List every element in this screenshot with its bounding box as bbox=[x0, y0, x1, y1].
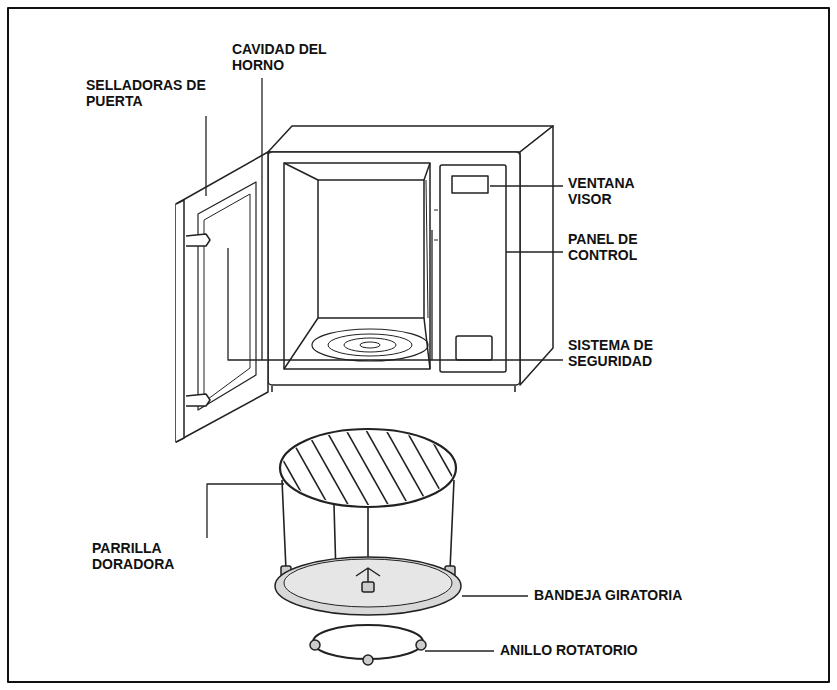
browning-rack bbox=[226, 429, 510, 578]
rack-wire bbox=[226, 430, 270, 508]
turntable-tray bbox=[275, 557, 461, 615]
rack-wire bbox=[346, 430, 390, 508]
roller-ring bbox=[310, 625, 426, 665]
oven-cavity bbox=[284, 163, 430, 369]
rack-wire bbox=[466, 430, 510, 508]
part-label: CAVIDAD DEL HORNO bbox=[232, 42, 357, 73]
part-label: SELLADORAS DE PUERTA bbox=[86, 78, 226, 109]
part-label: PARRILLA DORADORA bbox=[92, 541, 192, 572]
oven-door bbox=[176, 152, 268, 442]
part-label: BANDEJA GIRATORIA bbox=[534, 588, 682, 604]
part-label: ANILLO ROTATORIO bbox=[500, 643, 638, 659]
rack-wire bbox=[326, 430, 370, 508]
rack-wire bbox=[306, 430, 350, 508]
part-label: SISTEMA DE SEGURIDAD bbox=[568, 338, 690, 369]
control-panel bbox=[434, 165, 506, 372]
part-label: VENTANA VISOR bbox=[568, 176, 658, 207]
rack-wire bbox=[366, 430, 410, 508]
leader-lines bbox=[206, 78, 563, 651]
part-label: PANEL DE CONTROL bbox=[568, 232, 673, 263]
rack-wire bbox=[386, 430, 430, 508]
oven-body bbox=[268, 126, 553, 392]
frame-border bbox=[8, 8, 829, 682]
